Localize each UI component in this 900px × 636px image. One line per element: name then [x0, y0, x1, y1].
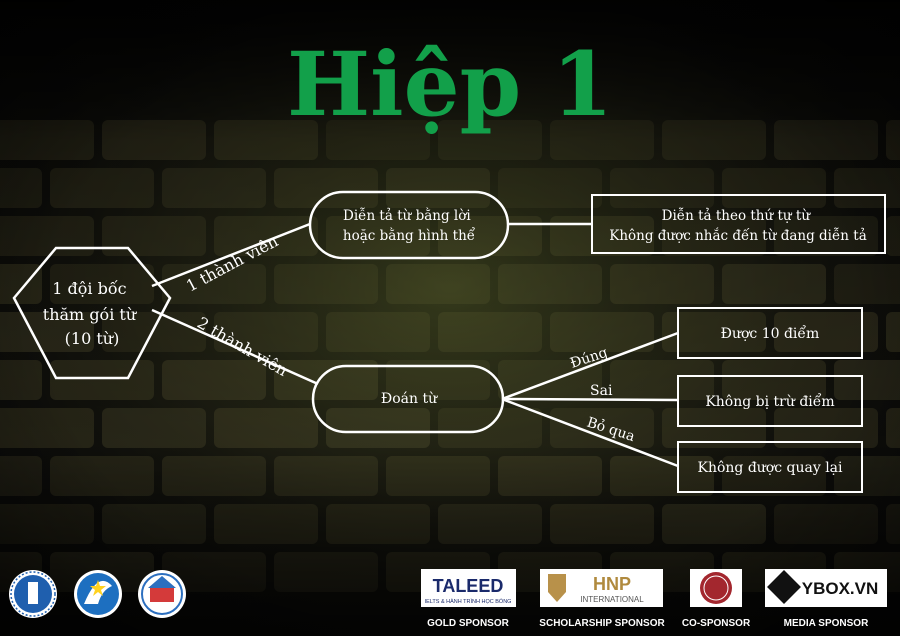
page-title: Hiệp 1: [287, 32, 613, 136]
outcome-box-wrong: [677, 375, 863, 427]
sponsor-highlands-emblem-icon: [700, 572, 732, 604]
outcome-text-wrong: Không bị trừ điểm: [705, 392, 834, 410]
guess-node-text: Đoán từ: [381, 391, 438, 407]
edge-label-wrong: Sai: [590, 383, 613, 399]
organizer-logos: [9, 570, 186, 618]
sponsor-highlands: CO-SPONSOR: [682, 569, 751, 629]
volunteer-team-logo: [138, 570, 186, 618]
edge-guess-skip: [501, 397, 679, 468]
guess-node: [311, 364, 505, 434]
sponsor-ybox: YBOX.VN MEDIA SPONSOR: [765, 569, 887, 629]
sponsor-hnp-brand: HNP: [593, 574, 631, 594]
sponsor-hnp-role: SCHOLARSHIP SPONSOR: [539, 618, 665, 629]
sponsor-taleed-tagline: IELTS & HÀNH TRÌNH HỌC BỔNG: [425, 598, 512, 605]
sponsor-taleed-brand: TALEED: [433, 576, 504, 596]
edge-guess-correct: [501, 331, 679, 401]
start-node-text: 1 đội bốc thăm gói từ (10 từ): [43, 279, 141, 348]
outcome-box-correct: [677, 307, 863, 359]
sponsor-taleed-role: GOLD SPONSOR: [427, 618, 509, 629]
sponsor-bar: TALEED IELTS & HÀNH TRÌNH HỌC BỔNG GOLD …: [421, 569, 887, 629]
sponsor-ybox-brand: YBOX.VN: [802, 579, 879, 598]
sponsor-highlands-role: CO-SPONSOR: [682, 618, 751, 629]
start-node: [12, 246, 172, 380]
describe-rule-text: Diễn tả theo thứ tự từ Không được nhắc đ…: [609, 208, 867, 244]
sponsor-hnp-tagline: INTERNATIONAL: [580, 595, 644, 604]
sponsor-ybox-cube-icon: [767, 570, 801, 604]
student-association-logo: [74, 570, 122, 618]
sponsor-taleed: TALEED IELTS & HÀNH TRÌNH HỌC BỔNG GOLD …: [421, 569, 516, 629]
edge-start-to-describe: [151, 222, 311, 288]
outcome-text-correct: Được 10 điểm: [721, 324, 820, 342]
sponsor-taleed-logo: [421, 569, 516, 607]
edge-guess-wrong: [501, 397, 679, 402]
outcome-box-skip: [677, 441, 863, 493]
edge-start-to-guess: [151, 308, 319, 386]
sponsor-hnp: HNP INTERNATIONAL SCHOLARSHIP SPONSOR: [539, 569, 665, 629]
connectors: [151, 222, 679, 468]
outcome-text-skip: Không được quay lại: [697, 460, 843, 476]
sponsor-ybox-role: MEDIA SPONSOR: [784, 618, 869, 629]
university-logo: [9, 570, 57, 618]
sponsor-hnp-shield-icon: [548, 574, 566, 602]
describe-node-text: Diễn tả từ bằng lời hoặc bằng hình thể: [343, 208, 476, 244]
describe-rule-box: [591, 194, 886, 254]
describe-node: [308, 190, 510, 260]
